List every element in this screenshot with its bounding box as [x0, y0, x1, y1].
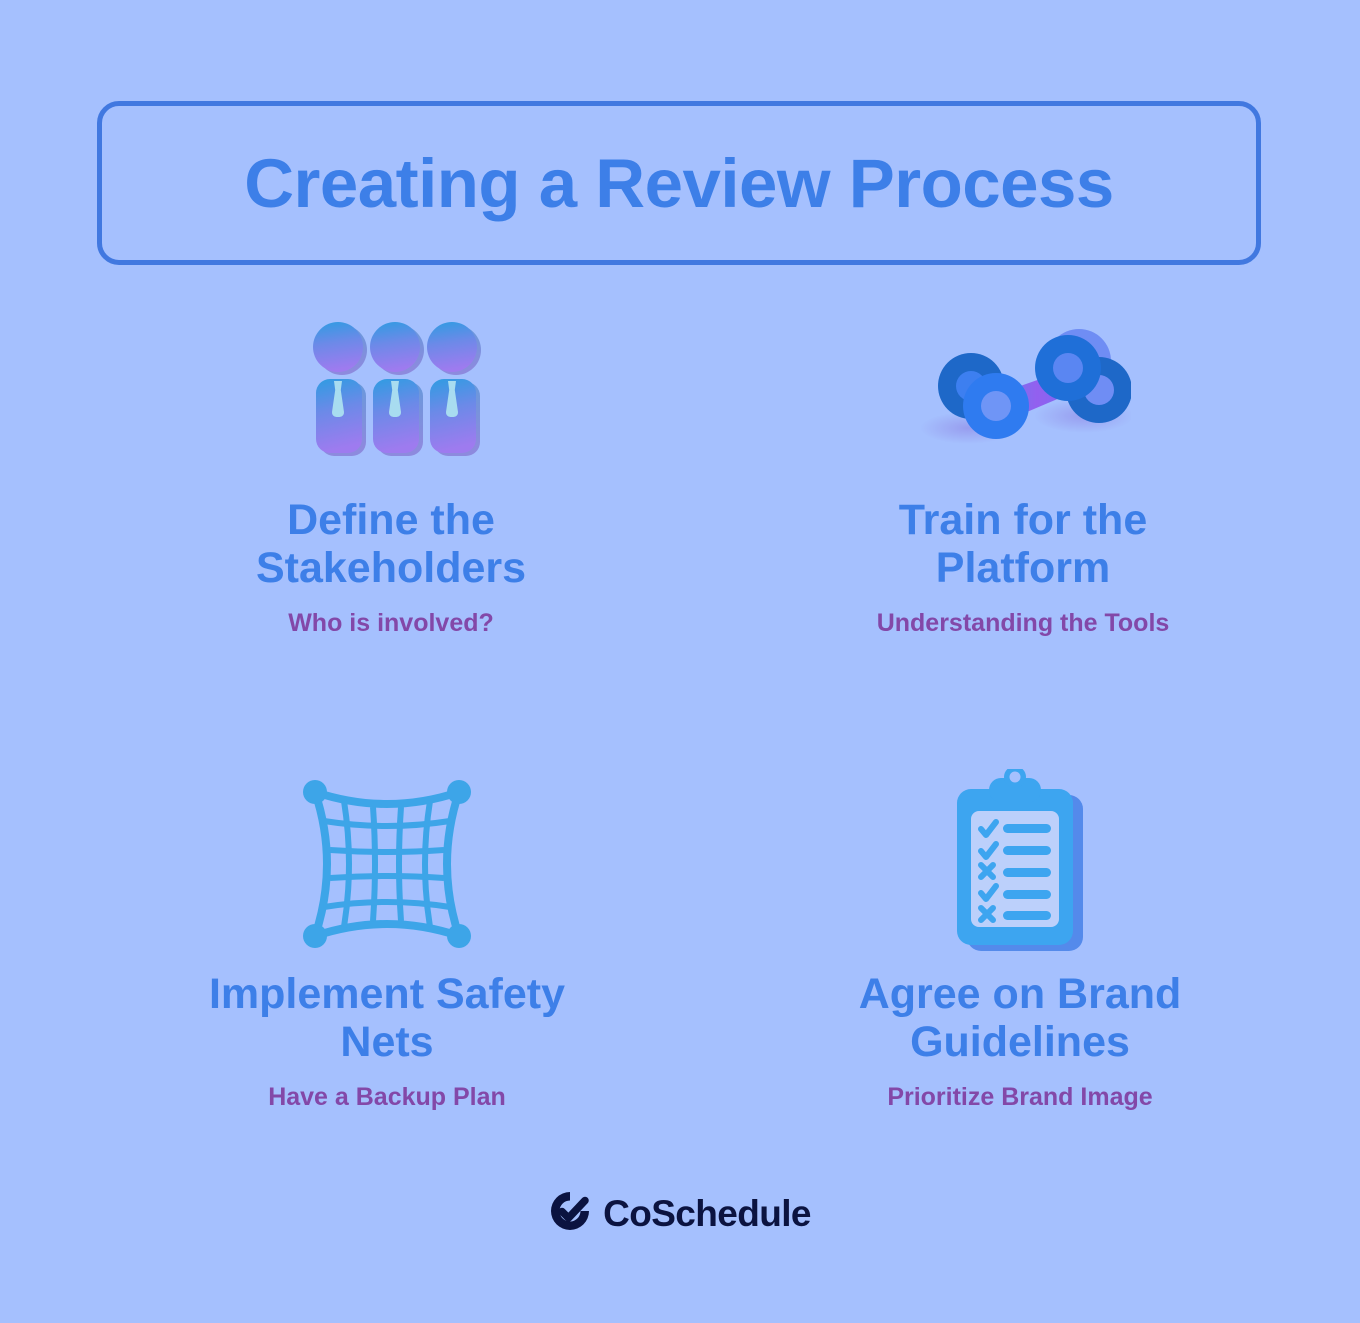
step-subtitle: Prioritize Brand Image — [887, 1083, 1153, 1112]
step-card-define-stakeholders: Define the Stakeholders Who is involved? — [60, 300, 680, 740]
clipboard-checklist-icon — [945, 769, 1095, 954]
coschedule-check-circle-icon — [549, 1190, 591, 1237]
step-subtitle: Understanding the Tools — [876, 609, 1170, 638]
step-subtitle: Who is involved? — [288, 609, 494, 638]
three-people-icon — [296, 300, 486, 480]
step-card-brand-guidelines: Agree on Brand Guidelines Prioritize Bra… — [680, 740, 1300, 1180]
safety-net-icon — [297, 774, 477, 954]
step-heading: Define the Stakeholders — [255, 496, 527, 593]
step-card-safety-nets: Implement Safety Nets Have a Backup Plan — [60, 740, 680, 1180]
process-steps-grid: Define the Stakeholders Who is involved? — [60, 300, 1300, 1180]
dumbbell-icon — [916, 300, 1131, 480]
coschedule-wordmark: CoSchedule — [603, 1192, 811, 1234]
step-heading: Agree on Brand Guidelines — [858, 970, 1182, 1067]
step-subtitle: Have a Backup Plan — [268, 1083, 506, 1112]
page-title-box: Creating a Review Process — [97, 101, 1261, 265]
coschedule-logo: CoSchedule — [0, 1190, 1360, 1237]
step-heading: Implement Safety Nets — [208, 970, 566, 1067]
page-title: Creating a Review Process — [244, 144, 1114, 222]
step-card-train-platform: Train for the Platform Understanding the… — [680, 300, 1300, 740]
step-heading: Train for the Platform — [898, 496, 1148, 593]
